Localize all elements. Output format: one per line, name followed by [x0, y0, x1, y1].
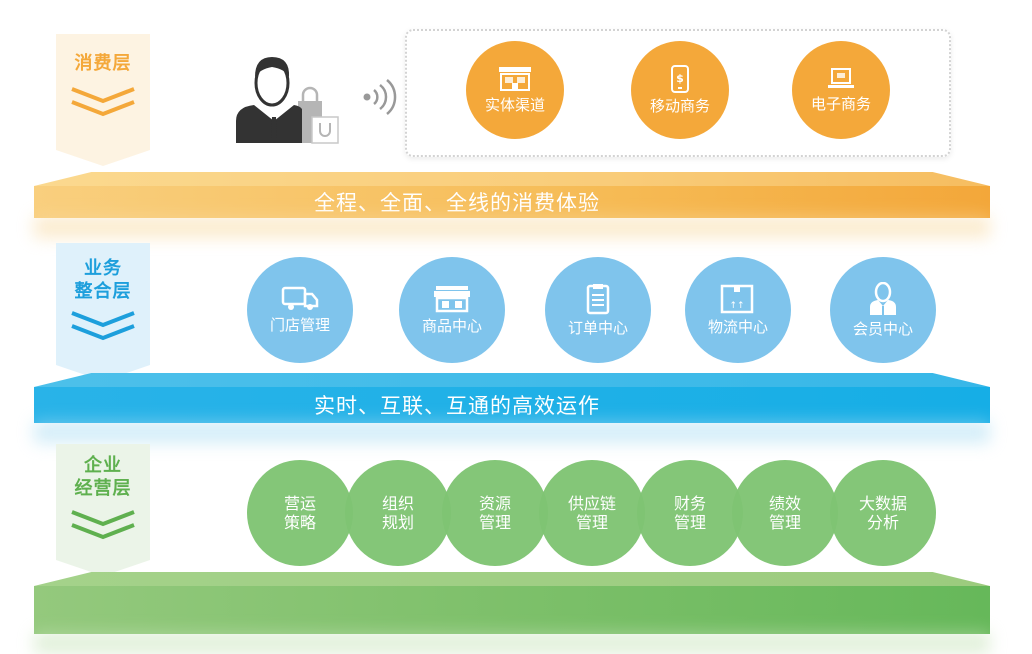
channel-label: 电子商务	[810, 94, 871, 113]
laptop-icon	[828, 67, 854, 88]
function-organization-planning[interactable]: 组织 规划	[345, 460, 451, 566]
wireless-signal-icon	[363, 79, 397, 115]
businessman-shopping-icon	[236, 57, 339, 144]
clipboard-icon	[586, 283, 610, 314]
double-chevron-down-icon	[71, 87, 135, 117]
enterprise-layer-title-line2: 经营层	[74, 478, 132, 499]
function-label-line1: 营运	[283, 494, 316, 513]
channel-mobile-commerce[interactable]: $ 移动商务	[631, 41, 729, 139]
function-label-line1: 财务	[673, 494, 706, 513]
storefront-icon	[499, 66, 531, 91]
function-label-line2: 管理	[575, 513, 608, 532]
svg-text:$: $	[676, 72, 684, 85]
double-chevron-down-icon	[71, 311, 135, 341]
channel-physical-store[interactable]: 实体渠道	[466, 41, 564, 139]
shop-awning-icon	[434, 285, 470, 312]
module-label: 商品中心	[421, 316, 482, 335]
channel-group-box	[405, 29, 951, 157]
module-label: 订单中心	[567, 318, 628, 337]
function-label-line2: 管理	[478, 513, 511, 532]
channel-label: 移动商务	[649, 96, 710, 115]
module-order-center[interactable]: 订单中心	[545, 257, 651, 363]
banner-text: 实时、互联、互通的高效运作	[314, 394, 600, 418]
business-layer-title-line1: 业务	[84, 258, 122, 279]
business-integration-layer-tag: 业务 整合层	[56, 243, 150, 381]
enterprise-layer-title-line1: 企业	[84, 455, 122, 476]
function-operation-strategy[interactable]: 营运 策略	[247, 460, 353, 566]
function-resource-management[interactable]: 资源 管理	[442, 460, 548, 566]
function-label-line1: 绩效	[768, 494, 801, 513]
function-performance-management[interactable]: 绩效 管理	[732, 460, 838, 566]
consumer-layer-tag: 消费层	[56, 34, 150, 166]
function-label-line2: 管理	[768, 513, 801, 532]
delivery-truck-icon	[281, 286, 319, 310]
package-box-icon: ↑↑	[720, 284, 754, 313]
function-label-line1: 组织	[381, 494, 414, 513]
function-label-line1: 大数据	[858, 494, 907, 513]
member-person-icon	[870, 281, 896, 315]
business-layer-title-line2: 整合层	[74, 281, 132, 302]
function-big-data-analysis[interactable]: 大数据 分析	[830, 460, 936, 566]
module-store-management[interactable]: 门店管理	[247, 257, 353, 363]
banner-text: 全程、全面、全线的消费体验	[314, 191, 600, 215]
svg-text:↑↑: ↑↑	[729, 301, 744, 311]
enterprise-operation-layer-tag: 企业 经营层	[56, 444, 150, 576]
function-label-line2: 规划	[381, 513, 414, 532]
channel-ecommerce[interactable]: 电子商务	[792, 41, 890, 139]
double-chevron-down-icon	[71, 510, 135, 540]
function-label-line2: 策略	[283, 513, 316, 532]
channel-label: 实体渠道	[484, 95, 545, 114]
function-supply-chain-management[interactable]: 供应链 管理	[539, 460, 645, 566]
consumer-layer-title: 消费层	[74, 53, 132, 74]
mobile-payment-icon: $	[671, 64, 689, 93]
module-label: 门店管理	[269, 315, 330, 334]
module-logistics-center[interactable]: ↑↑ 物流中心	[685, 257, 791, 363]
function-label-line1: 资源	[478, 494, 511, 513]
module-label: 物流中心	[707, 317, 768, 336]
function-label-line2: 管理	[673, 513, 706, 532]
function-label-line2: 分析	[866, 513, 899, 532]
function-label-line1: 供应链	[567, 494, 616, 513]
module-product-center[interactable]: 商品中心	[399, 257, 505, 363]
function-finance-management[interactable]: 财务 管理	[637, 460, 743, 566]
module-label: 会员中心	[852, 319, 913, 338]
module-member-center[interactable]: 会员中心	[830, 257, 936, 363]
